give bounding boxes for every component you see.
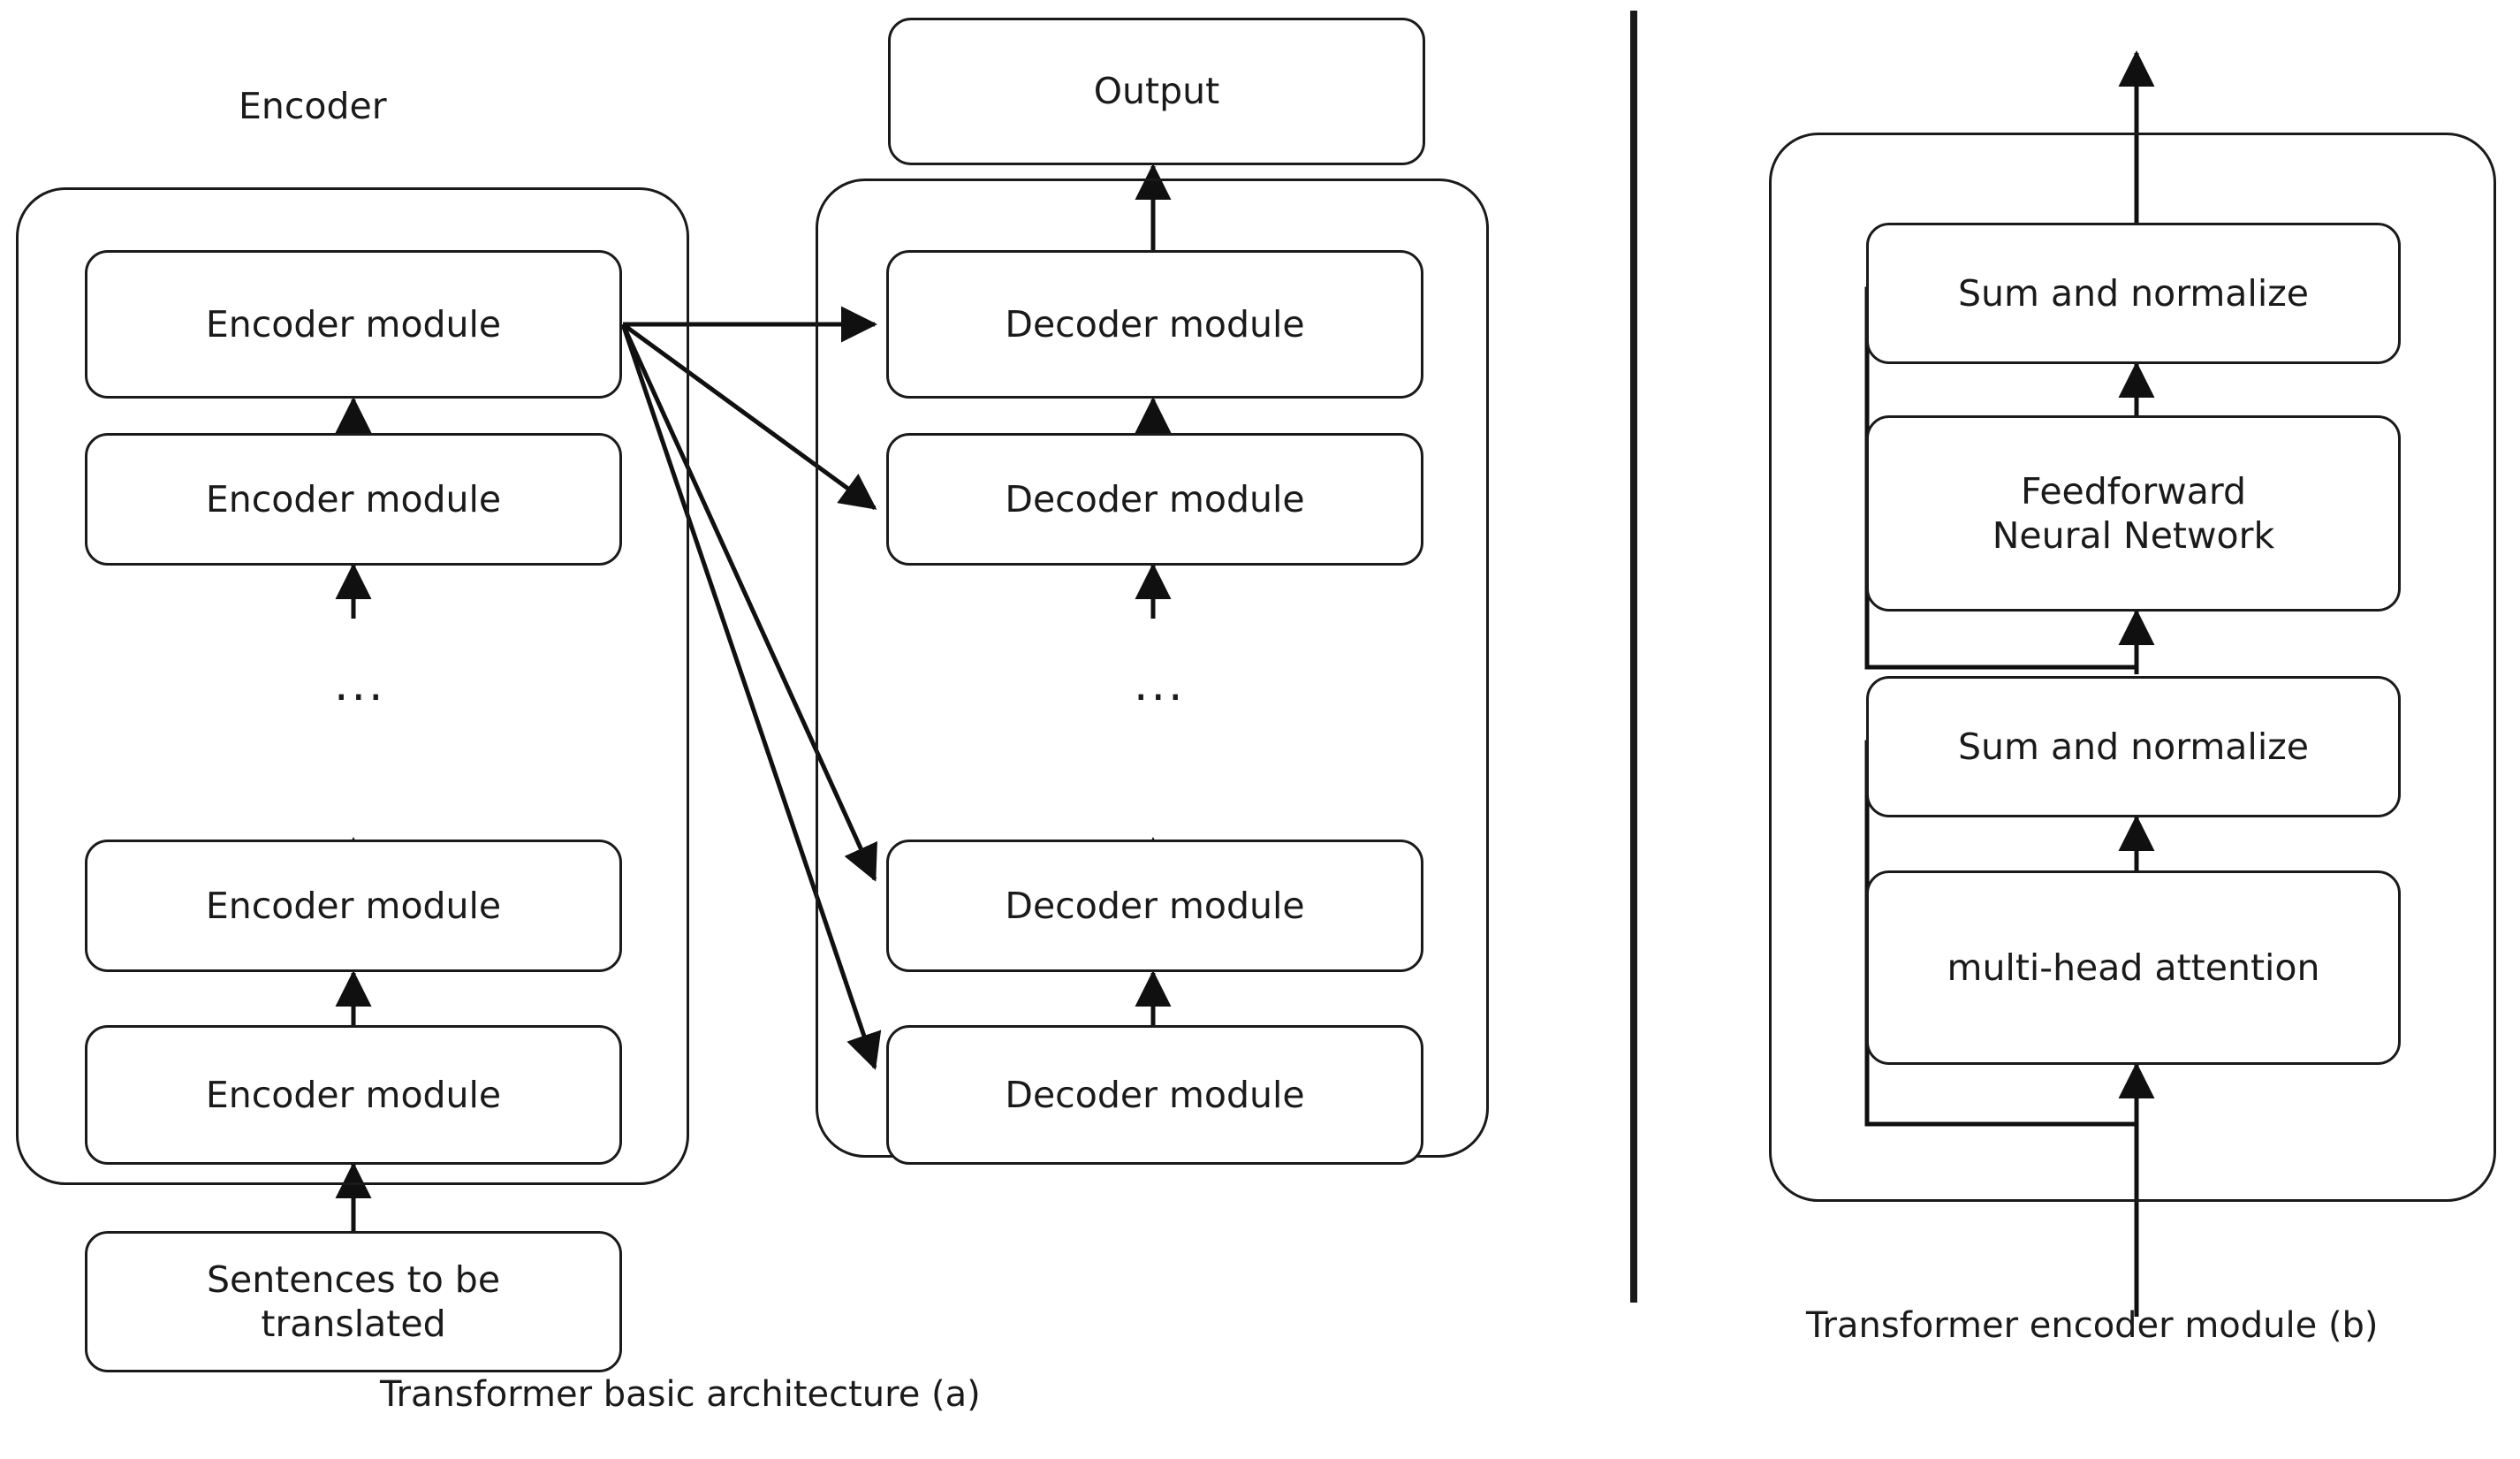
encoder-module-3[interactable]: Encoder module <box>85 840 622 972</box>
ffn-line2: Neural Network <box>1992 514 2275 557</box>
decoder-module-4[interactable]: Decoder module <box>886 1025 1423 1165</box>
panel-b-caption: Transformer encoder module (b) <box>1806 1305 2379 1346</box>
encoder-stack-container <box>16 187 689 1185</box>
ffn-line1: Feedforward <box>2020 469 2246 513</box>
panel-a-caption: Transformer basic architecture (a) <box>380 1374 981 1415</box>
sentences-input-line1: Sentences to be <box>206 1258 501 1301</box>
encoder-module-1[interactable]: Encoder module <box>85 250 622 399</box>
feedforward-neural-network[interactable]: Feedforward Neural Network <box>1866 415 2401 612</box>
encoder-group-label: Encoder <box>239 85 387 127</box>
encoder-stack-ellipsis: ... <box>334 658 386 711</box>
output-box[interactable]: Output <box>888 18 1425 165</box>
encoder-module-detail-container <box>1769 133 2496 1202</box>
encoder-module-4[interactable]: Encoder module <box>85 1025 622 1165</box>
sum-and-normalize-upper[interactable]: Sum and normalize <box>1866 223 2401 364</box>
sentences-input-line2: translated <box>261 1303 446 1345</box>
sum-and-normalize-lower[interactable]: Sum and normalize <box>1866 676 2401 817</box>
decoder-module-2[interactable]: Decoder module <box>886 433 1423 566</box>
encoder-module-2[interactable]: Encoder module <box>85 433 622 566</box>
decoder-module-3[interactable]: Decoder module <box>886 840 1423 972</box>
panel-divider <box>1630 11 1637 1303</box>
multi-head-attention[interactable]: multi-head attention <box>1866 870 2401 1065</box>
sentences-input-box[interactable]: Sentences to be translated <box>85 1231 622 1372</box>
decoder-module-1[interactable]: Decoder module <box>886 250 1423 399</box>
decoder-stack-ellipsis: ... <box>1134 658 1186 711</box>
